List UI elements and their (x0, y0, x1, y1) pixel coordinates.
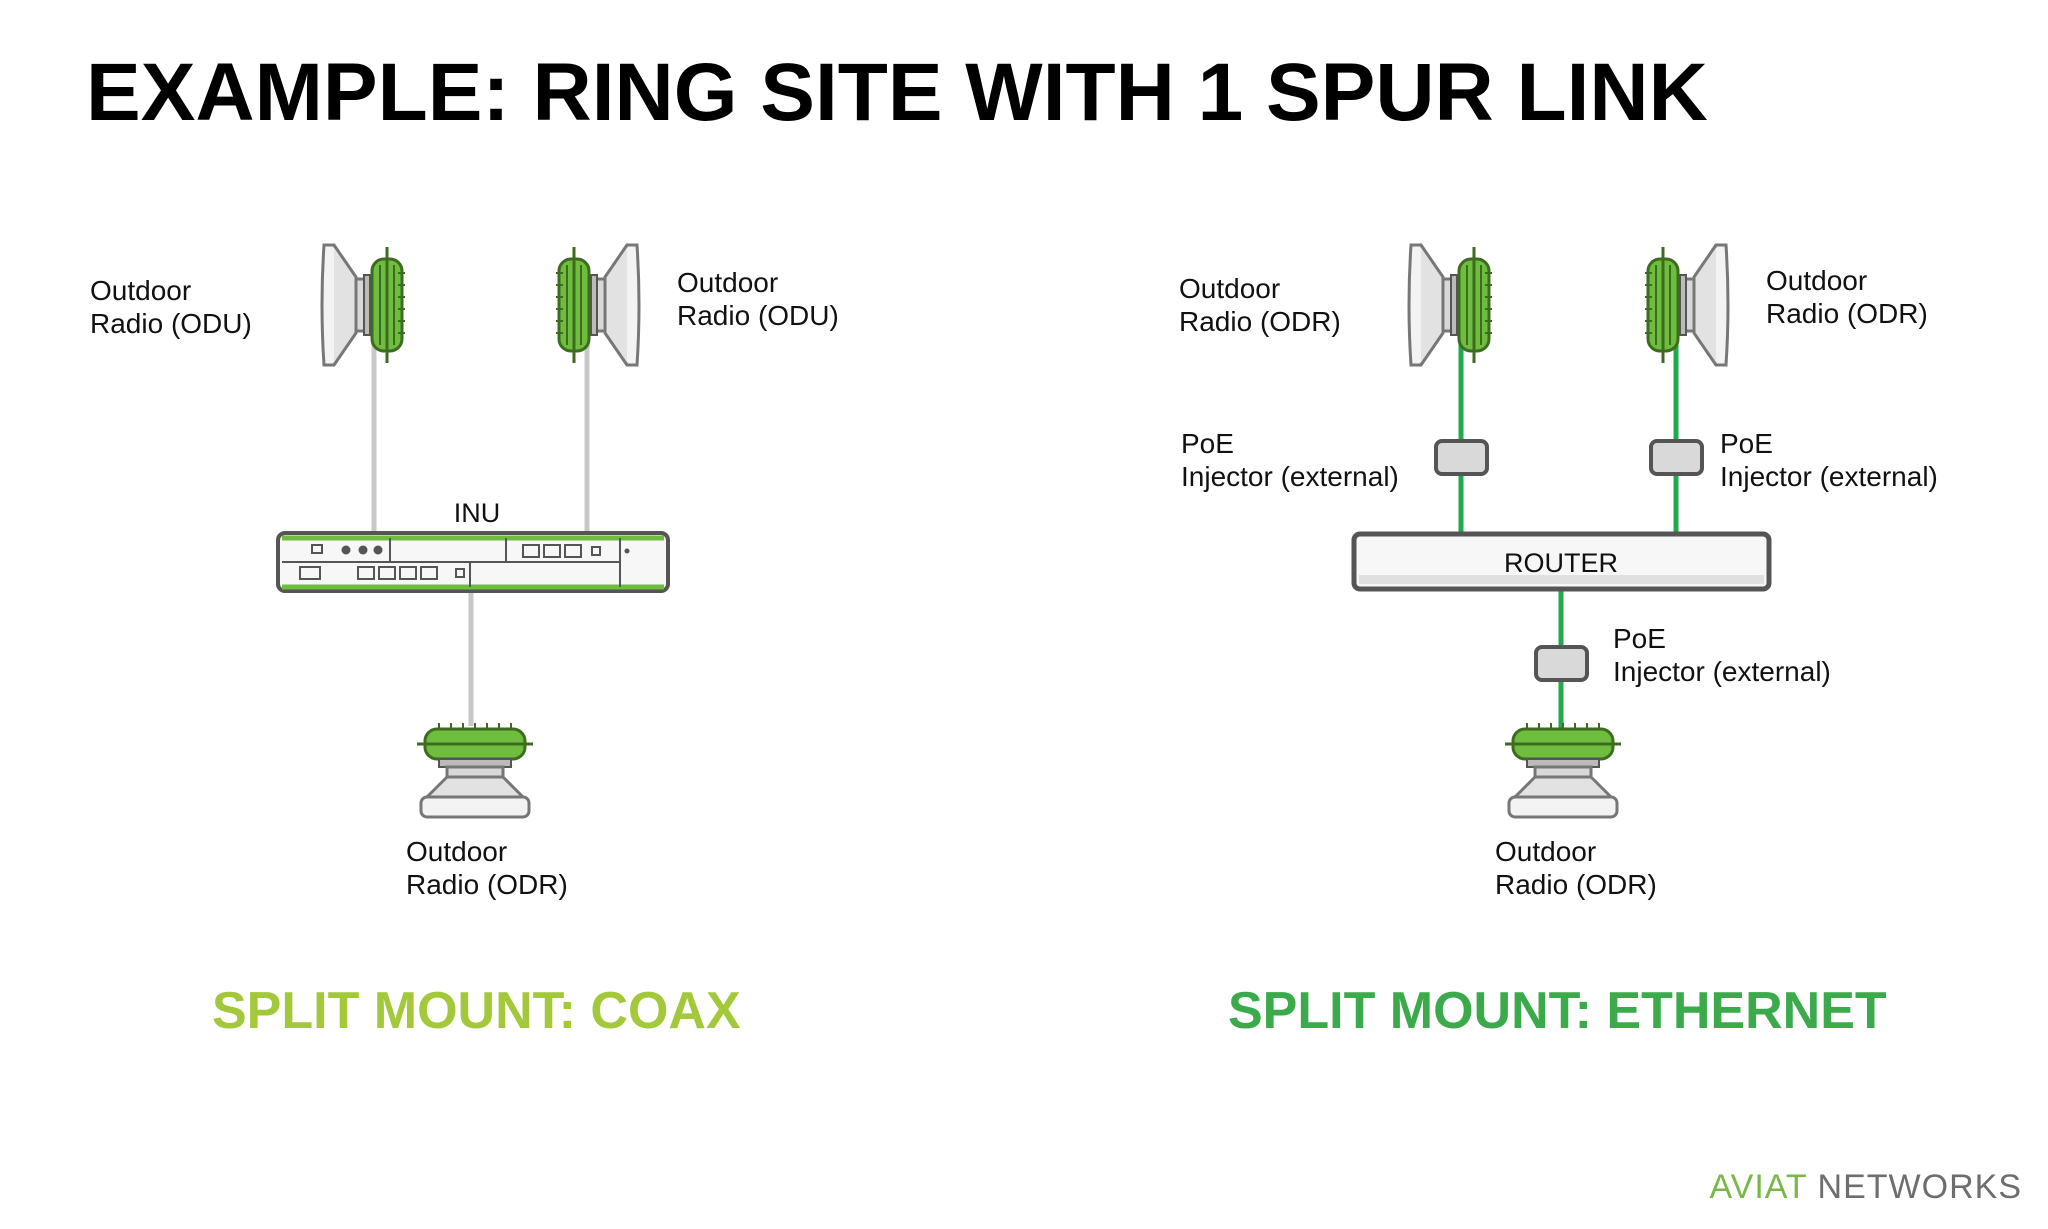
poe-right-label-line1: PoE (1720, 428, 1773, 459)
poe-left-label-line2: Injector (external) (1181, 461, 1399, 492)
router-box (1351, 531, 1772, 592)
section-title-coax: SPLIT MOUNT: COAX (212, 982, 741, 1040)
odr-right-radio-icon (1643, 243, 1730, 367)
logo-suffix-text: NETWORKS (1817, 1168, 2022, 1206)
logo-brand-text: AVIAT (1709, 1168, 1808, 1206)
odr-ethernet-bottom-label-line2: Radio (ODR) (1495, 869, 1657, 900)
odu-right-label-line2: Radio (ODU) (677, 300, 839, 331)
router-label: ROUTER (1504, 548, 1618, 578)
odu-left-label-line2: Radio (ODU) (90, 308, 252, 339)
poe-left-label-line1: PoE (1181, 428, 1234, 459)
poe-left-injector (1434, 439, 1489, 476)
poe-right-injector (1649, 439, 1704, 476)
poe-bottom-label: PoE Injector (external) (1613, 622, 1831, 688)
odr-coax-radio-icon (415, 721, 535, 819)
inu-label: INU (454, 498, 501, 528)
odr-right-label: Outdoor Radio (ODR) (1766, 264, 1928, 330)
odu-right-radio-icon (554, 243, 641, 367)
odr-left-label-line2: Radio (ODR) (1179, 306, 1341, 337)
poe-bottom-label-line2: Injector (external) (1613, 656, 1831, 687)
odr-coax-label-line1: Outdoor (406, 836, 508, 867)
coax-cables (371, 330, 590, 726)
odu-right-label: Outdoor Radio (ODU) (677, 266, 839, 332)
poe-right-label: PoE Injector (external) (1720, 427, 1938, 493)
odr-right-label-line1: Outdoor (1766, 265, 1868, 296)
odr-ethernet-bottom-label-line1: Outdoor (1495, 836, 1597, 867)
poe-bottom-injector (1534, 645, 1589, 682)
odu-right-label-line1: Outdoor (677, 267, 779, 298)
odr-left-label: Outdoor Radio (ODR) (1179, 272, 1341, 338)
odr-right-label-line2: Radio (ODR) (1766, 298, 1928, 329)
slide-title: EXAMPLE: RING SITE WITH 1 SPUR LINK (86, 47, 1708, 138)
poe-left-label: PoE Injector (external) (1181, 427, 1399, 493)
odu-left-radio-icon (320, 243, 407, 367)
odr-coax-label-line2: Radio (ODR) (406, 869, 568, 900)
inu-chassis (276, 531, 670, 593)
odr-ethernet-bottom-label: Outdoor Radio (ODR) (1495, 835, 1657, 901)
odr-left-radio-icon (1407, 243, 1494, 367)
poe-bottom-label-line1: PoE (1613, 623, 1666, 654)
odu-left-label-line1: Outdoor (90, 275, 192, 306)
aviat-networks-logo: AVIAT NETWORKS (1710, 1168, 2023, 1207)
poe-right-label-line2: Injector (external) (1720, 461, 1938, 492)
section-title-ethernet: SPLIT MOUNT: ETHERNET (1228, 982, 1887, 1040)
odr-left-label-line1: Outdoor (1179, 273, 1281, 304)
odr-coax-label: Outdoor Radio (ODR) (406, 835, 568, 901)
odu-left-label: Outdoor Radio (ODU) (90, 274, 252, 340)
odr-ethernet-bottom-radio-icon (1503, 721, 1623, 819)
